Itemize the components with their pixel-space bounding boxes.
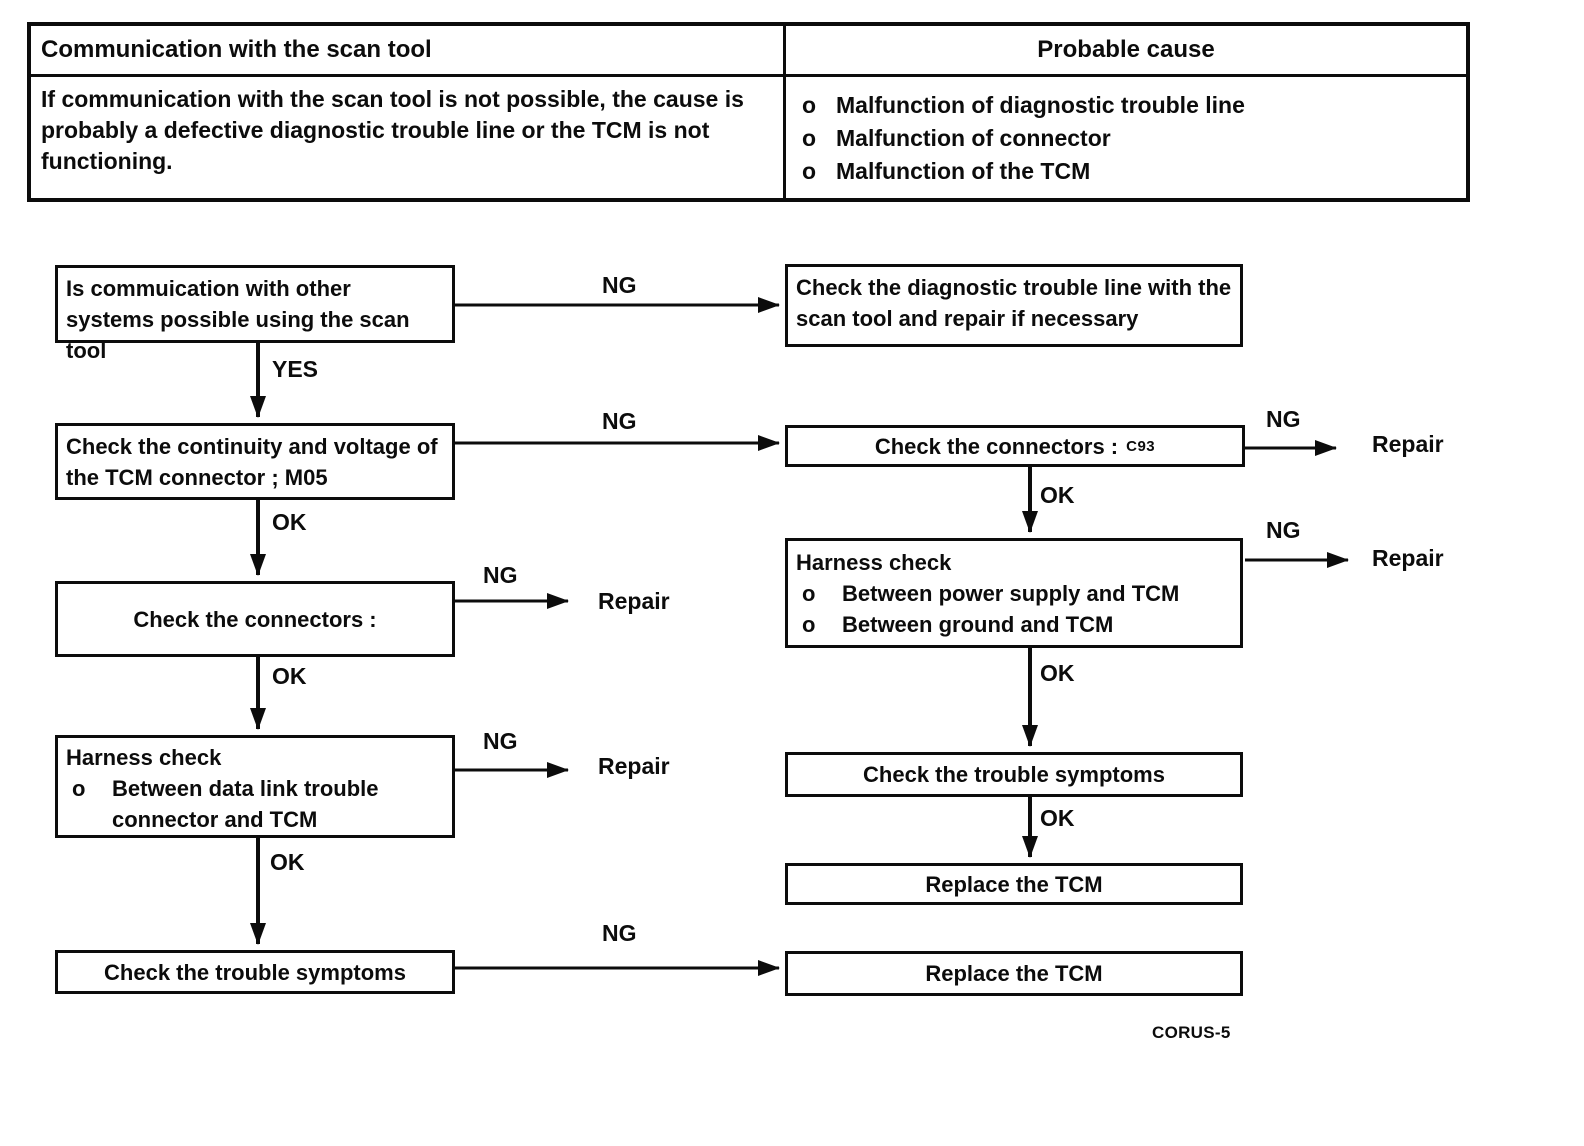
box-text: Check the trouble symptoms (104, 959, 406, 985)
bullet-marker: o (802, 581, 816, 606)
harness-item: o Between ground and TCM (796, 609, 1232, 640)
edge-label-ng: NG (483, 562, 518, 588)
edge-label-ok: OK (272, 663, 307, 689)
flowchart-box-check-continuity: Check the continuity and voltage of the … (55, 423, 455, 500)
symptom-description: If communication with the scan tool is n… (31, 77, 786, 198)
box-text: Check the trouble symptoms (863, 762, 1165, 787)
bullet-marker: o (802, 125, 817, 151)
terminal-label-repair: Repair (598, 588, 670, 614)
flowchart-box-harness-check-right: Harness check o Between power supply and… (785, 538, 1243, 648)
terminal-label-repair: Repair (1372, 431, 1444, 457)
edge-label-ok: OK (270, 849, 305, 875)
box-text: Is commuication with other systems possi… (66, 276, 410, 363)
cause-item: o Malfunction of diagnostic trouble line (786, 89, 1460, 122)
edge-label-ok: OK (1040, 660, 1075, 686)
page-reference: CORUS-5 (1152, 1023, 1231, 1042)
box-text: Replace the TCM (925, 961, 1103, 986)
edge-label-ng: NG (1266, 517, 1301, 543)
box-title: Harness check (66, 745, 222, 770)
edge-label-ok: OK (272, 509, 307, 535)
flowchart-box-check-symptoms-left: Check the trouble symptoms (55, 950, 455, 994)
cause-text: Malfunction of diagnostic trouble line (836, 92, 1245, 118)
bullet-marker: o (802, 92, 817, 118)
edge-label-ng: NG (602, 272, 637, 298)
box-text: Check the diagnostic trouble line with t… (796, 275, 1232, 331)
edge-label-ng: NG (602, 408, 637, 434)
flowchart-box-check-symptoms-right: Check the trouble symptoms (785, 752, 1243, 797)
connector-code: C93 (1126, 437, 1156, 455)
bullet-marker: o (802, 612, 816, 637)
bullet-marker: o (72, 776, 86, 801)
bullet-marker: o (802, 158, 817, 184)
box-title: Harness check (796, 550, 952, 575)
harness-item: o Between power supply and TCM (796, 578, 1232, 609)
table-body-row: If communication with the scan tool is n… (31, 77, 1466, 198)
harness-item-text: Between ground and TCM (842, 612, 1114, 637)
box-text: Check the connectors : (874, 433, 1119, 459)
table-header-symptom: Communication with the scan tool (31, 26, 786, 74)
cause-text: Malfunction of connector (836, 125, 1111, 151)
cause-text: Malfunction of the TCM (836, 158, 1091, 184)
harness-item-text: Between power supply and TCM (842, 581, 1180, 606)
edge-label-ok: OK (1040, 482, 1075, 508)
flowchart-box-replace-tcm-bottom: Replace the TCM (785, 951, 1243, 996)
terminal-label-repair: Repair (598, 753, 670, 779)
flowchart-box-question-communication: Is commuication with other systems possi… (55, 265, 455, 363)
harness-item: o Between data link trouble connector an… (66, 773, 444, 835)
table-header-row: Communication with the scan tool Probabl… (31, 26, 1466, 77)
edge-label-ng: NG (1266, 406, 1301, 432)
flowchart-box-replace-tcm-right: Replace the TCM (785, 863, 1243, 905)
flowchart-box-check-connectors-c93: Check the connectors : C93 (785, 425, 1245, 467)
cause-item: o Malfunction of the TCM (786, 155, 1460, 188)
cause-item: o Malfunction of connector (786, 122, 1460, 155)
edge-label-ok: OK (1040, 805, 1075, 831)
flowchart-box-check-diag-line: Check the diagnostic trouble line with t… (785, 264, 1243, 347)
table-header-probable-cause: Probable cause (1037, 36, 1215, 63)
edge-label-ng: NG (483, 728, 518, 754)
box-text: Check the continuity and voltage of the … (66, 434, 438, 490)
box-text: Check the connectors : (133, 606, 377, 632)
terminal-label-repair: Repair (1372, 545, 1444, 571)
edge-label-ng: NG (602, 920, 637, 946)
harness-item-text: Between data link trouble connector and … (112, 776, 379, 832)
edge-label-yes: YES (272, 356, 319, 382)
flowchart-box-harness-check-left: Harness check o Between data link troubl… (55, 735, 455, 838)
box-text: Replace the TCM (925, 871, 1103, 897)
flowchart-box-check-connectors-left: Check the connectors : (55, 581, 455, 657)
probable-cause-list: o Malfunction of diagnostic trouble line… (786, 77, 1466, 198)
summary-table: Communication with the scan tool Probabl… (27, 22, 1470, 202)
